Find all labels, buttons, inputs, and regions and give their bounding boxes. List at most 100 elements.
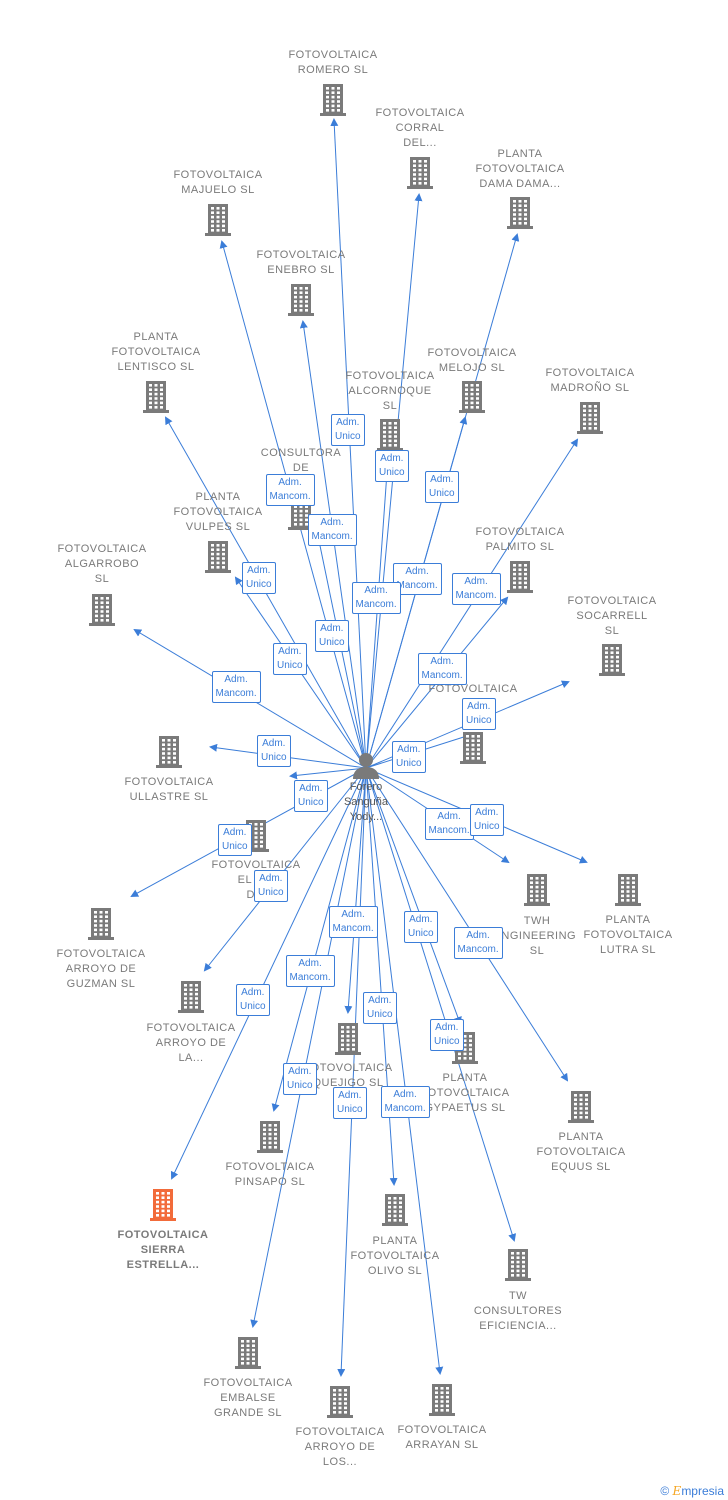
company-label-enebro[interactable]: FOTOVOLTAICA ENEBRO SL <box>241 248 361 278</box>
company-node-fv_elc[interactable] <box>196 819 316 853</box>
company-node-arrayan[interactable] <box>382 1383 502 1417</box>
center-person-node[interactable]: Forero Sanguña Yody... <box>316 750 416 825</box>
company-label-gypaetus[interactable]: PLANTA FOTOVOLTAICA GYPAETUS SL <box>405 1071 525 1116</box>
edge-sierra <box>170 767 367 1180</box>
company-node-palmito[interactable] <box>460 560 580 594</box>
company-label-embalse[interactable]: FOTOVOLTAICA EMBALSE GRANDE SL <box>188 1376 308 1421</box>
building-icon <box>335 1023 361 1055</box>
role-badge: Adm. Mancom. <box>285 955 335 987</box>
person-icon <box>353 753 379 779</box>
company-label-text: FOTOVOLTAICA PALMITO SL <box>475 526 565 553</box>
company-node-algarrobo[interactable] <box>42 593 162 627</box>
company-label-quejigo[interactable]: FOTOVOLTAICA QUEJIGO SL <box>288 1061 408 1091</box>
company-node-gypaetus[interactable] <box>405 1031 525 1065</box>
building-icon <box>143 381 169 413</box>
company-node-corral[interactable] <box>360 156 480 190</box>
company-label-ullastre[interactable]: FOTOVOLTAICA ULLASTRE SL <box>109 775 229 805</box>
role-badge: Adm. Unico <box>375 450 409 482</box>
role-badge: Adm. Unico <box>425 471 459 503</box>
company-label-text: FOTOVOLTAICA QUEJIGO SL <box>303 1062 393 1089</box>
role-badge: Adm. Unico <box>218 824 252 856</box>
company-label-arrayan[interactable]: FOTOVOLTAICA ARRAYAN SL <box>382 1423 502 1453</box>
company-node-madrono[interactable] <box>530 401 650 435</box>
company-label-text: FOTOVOLTAICA ARROYO DE LA... <box>146 1022 236 1064</box>
company-label-text: FOTOVOLTAICA CORRAL DEL... <box>375 107 465 149</box>
company-node-melojo[interactable] <box>412 380 532 414</box>
company-label-tw[interactable]: TW CONSULTORES EFICIENCIA... <box>458 1289 578 1334</box>
building-icon <box>320 84 346 116</box>
company-label-socarrell[interactable]: FOTOVOLTAICA SOCARRELL SL <box>552 594 672 639</box>
company-label-text: FOTOVOLTAICA ROMERO SL <box>288 49 378 76</box>
brand-logo-text: mpresia <box>681 1484 724 1498</box>
building-icon <box>407 157 433 189</box>
company-node-twh[interactable] <box>477 873 597 907</box>
company-label-palmito[interactable]: FOTOVOLTAICA PALMITO SL <box>460 525 580 555</box>
company-label-twh[interactable]: TWH INGINEERING SL <box>477 914 597 959</box>
role-badge: Adm. Mancom. <box>453 927 503 959</box>
company-node-arroyo_los[interactable] <box>280 1385 400 1419</box>
company-label-pinsapo[interactable]: FOTOVOLTAICA PINSAPO SL <box>210 1160 330 1190</box>
company-label-text: PLANTA FOTOVOLTAICA EQUUS SL <box>536 1131 626 1173</box>
company-label-romero[interactable]: FOTOVOLTAICA ROMERO SL <box>273 48 393 78</box>
building-icon <box>150 1189 176 1221</box>
edge-arrayan <box>365 767 444 1375</box>
edge-gypaetus <box>365 767 462 1025</box>
company-node-dama[interactable] <box>460 196 580 230</box>
company-node-pinsapo[interactable] <box>210 1120 330 1154</box>
company-node-olivo[interactable] <box>335 1193 455 1227</box>
company-node-alcornoque[interactable] <box>330 418 450 452</box>
company-node-majuelo[interactable] <box>158 203 278 237</box>
company-label-melojo[interactable]: FOTOVOLTAICA MELOJO SL <box>412 346 532 376</box>
company-label-text: FOTOVOLTAICA ARROYO DE LOS... <box>295 1426 385 1468</box>
edge-tw <box>365 767 517 1242</box>
company-label-sierra[interactable]: FOTOVOLTAICA SIERRA ESTRELLA... <box>103 1228 223 1273</box>
role-badge: Adm. Unico <box>273 643 307 675</box>
role-badge: Adm. Mancom. <box>380 1086 430 1118</box>
company-label-lentisco[interactable]: PLANTA FOTOVOLTAICA LENTISCO SL <box>96 330 216 375</box>
role-badge: Adm. Unico <box>462 698 496 730</box>
company-label-guzman[interactable]: FOTOVOLTAICA ARROYO DE GUZMAN SL <box>41 947 161 992</box>
company-node-arroyo_la[interactable] <box>131 980 251 1014</box>
company-label-olivo[interactable]: PLANTA FOTOVOLTAICA OLIVO SL <box>335 1234 455 1279</box>
building-icon <box>507 197 533 229</box>
company-node-lentisco[interactable] <box>96 380 216 414</box>
company-label-vulpes[interactable]: PLANTA FOTOVOLTAICA VULPES SL <box>158 490 278 535</box>
company-node-vulpes[interactable] <box>158 540 278 574</box>
company-node-sierra[interactable] <box>103 1188 223 1222</box>
edge-arroyo_la <box>203 767 367 972</box>
company-node-ullastre[interactable] <box>109 735 229 769</box>
company-label-lutra[interactable]: PLANTA FOTOVOLTAICA LUTRA SL <box>568 913 688 958</box>
company-node-lutra[interactable] <box>568 873 688 907</box>
role-badge: Adm. Unico <box>294 780 328 812</box>
company-label-corral[interactable]: FOTOVOLTAICA CORRAL DEL... <box>360 106 480 151</box>
company-label-text: FOTOVOLTAICA MELOJO SL <box>427 347 517 374</box>
company-node-fv_a[interactable] <box>413 731 533 765</box>
company-label-text: FOTOVOLTAICA SOCARRELL SL <box>567 595 657 637</box>
role-badge: Adm. Unico <box>283 1063 317 1095</box>
brand-logo-e: E <box>672 1484 682 1498</box>
role-badge: Adm. Mancom. <box>211 671 261 703</box>
company-node-equus[interactable] <box>521 1090 641 1124</box>
company-node-romero[interactable] <box>273 83 393 117</box>
role-badge: Adm. Unico <box>392 741 426 773</box>
company-label-alcornoque[interactable]: FOTOVOLTAICA ALCORNOQUE SL <box>330 369 450 414</box>
company-label-majuelo[interactable]: FOTOVOLTAICA MAJUELO SL <box>158 168 278 198</box>
company-node-enebro[interactable] <box>241 283 361 317</box>
edge-pinsapo <box>271 767 367 1112</box>
role-badge: Adm. Unico <box>257 735 291 767</box>
company-label-madrono[interactable]: FOTOVOLTAICA MADROÑO SL <box>530 366 650 396</box>
role-badge: Adm. Unico <box>470 804 504 836</box>
company-node-embalse[interactable] <box>188 1336 308 1370</box>
company-label-algarrobo[interactable]: FOTOVOLTAICA ALGARROBO SL <box>42 542 162 587</box>
company-node-guzman[interactable] <box>41 907 161 941</box>
role-badge: Adm. Unico <box>331 414 365 446</box>
company-node-tw[interactable] <box>458 1248 578 1282</box>
edge-arroyo_los <box>337 767 367 1377</box>
company-label-arroyo_los[interactable]: FOTOVOLTAICA ARROYO DE LOS... <box>280 1425 400 1470</box>
company-node-socarrell[interactable] <box>552 643 672 677</box>
building-icon <box>599 644 625 676</box>
company-label-dama[interactable]: PLANTA FOTOVOLTAICA DAMA DAMA... <box>460 147 580 192</box>
company-label-equus[interactable]: PLANTA FOTOVOLTAICA EQUUS SL <box>521 1130 641 1175</box>
company-label-arroyo_la[interactable]: FOTOVOLTAICA ARROYO DE LA... <box>131 1021 251 1066</box>
company-node-quejigo[interactable] <box>288 1022 408 1056</box>
